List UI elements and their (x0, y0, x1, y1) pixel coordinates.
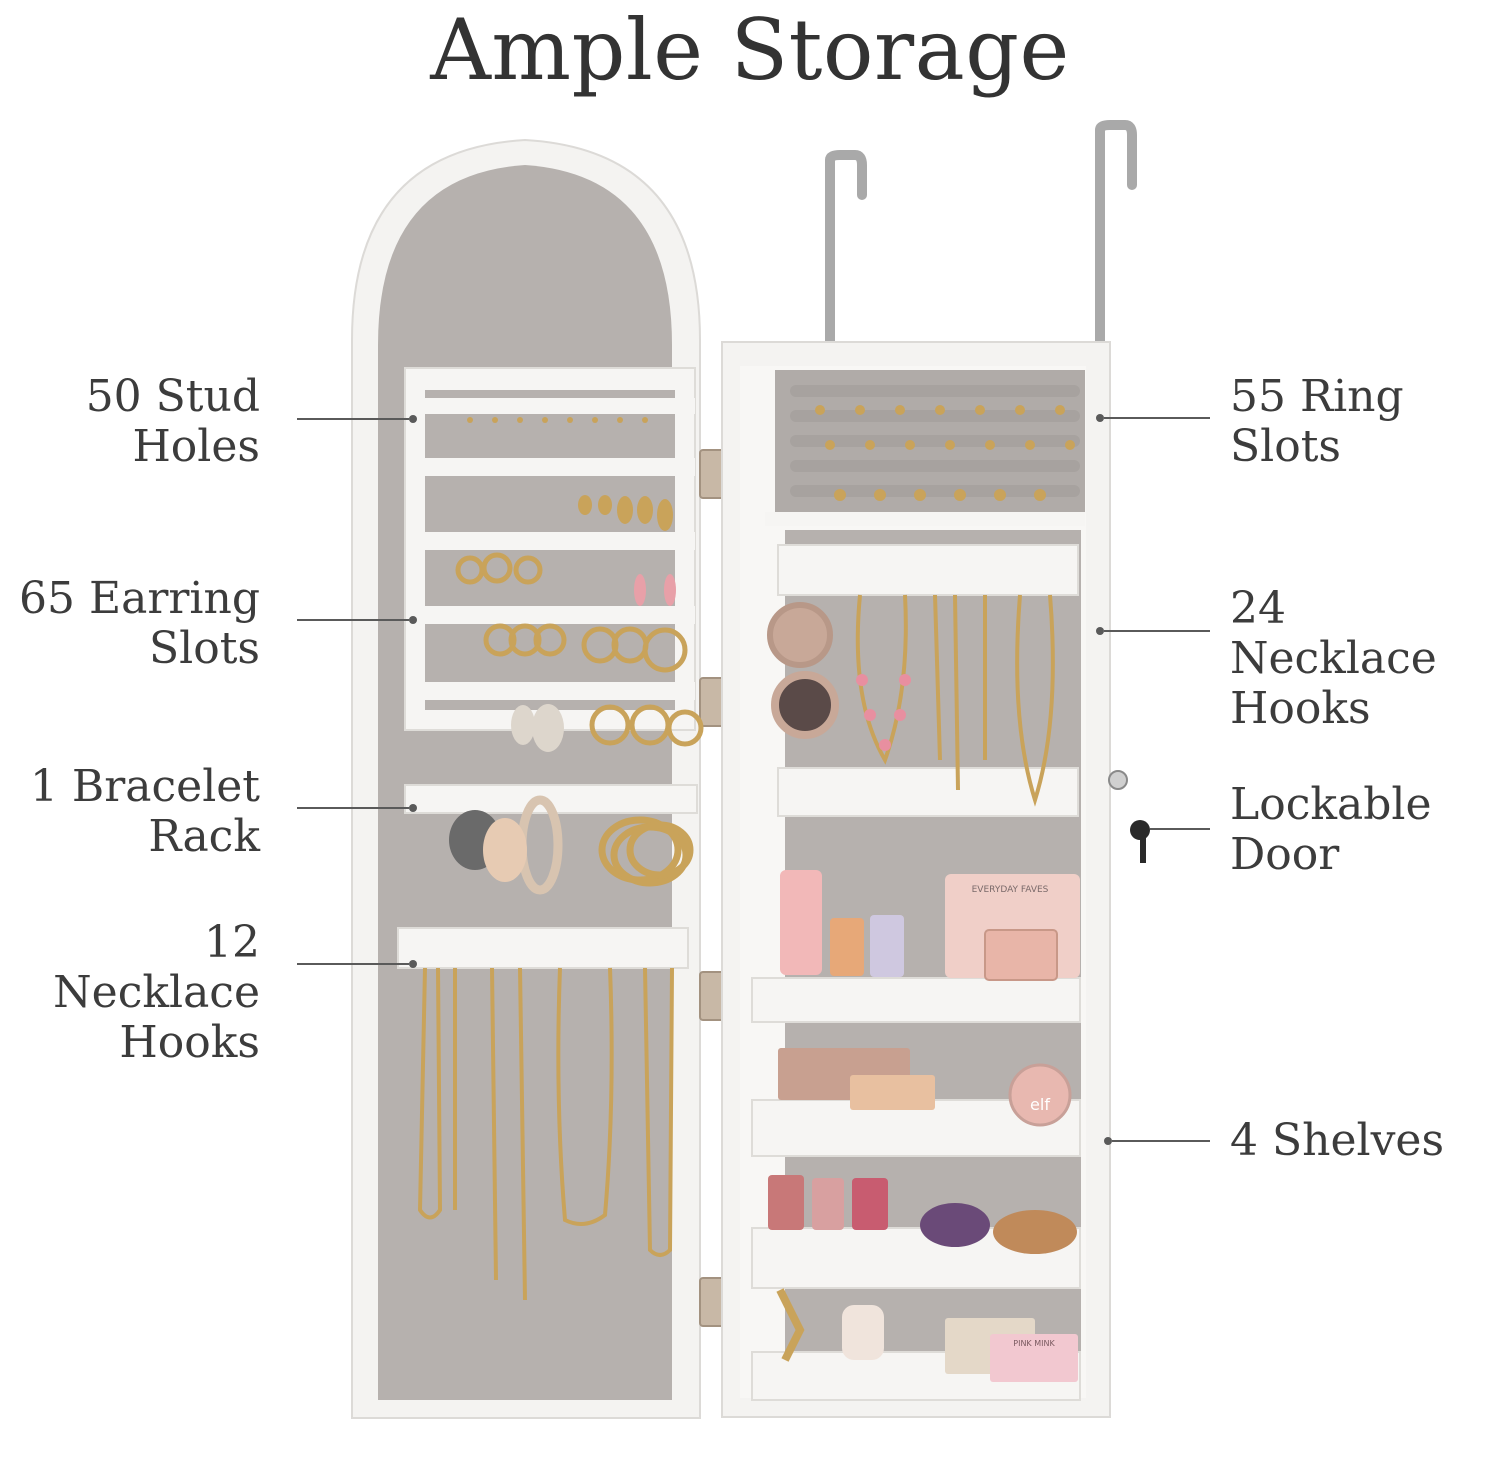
label-necklace-hooks-cabinet: 24 Necklace Hooks (1230, 583, 1437, 734)
cabinet-necklace-bars (777, 544, 1079, 817)
ring-tray (765, 370, 1085, 526)
sunglasses (767, 602, 839, 739)
label-ring-slots: 55 Ring Slots (1230, 371, 1404, 472)
leader-line (297, 807, 409, 809)
page-title: Ample Storage (430, 1, 1070, 99)
leader-dot (409, 960, 417, 968)
door-necklace-bar (397, 927, 689, 1301)
bracelet-rack (404, 784, 698, 895)
earring-rack (404, 367, 704, 752)
leader-line (1104, 417, 1210, 419)
leader-line (297, 619, 409, 621)
leader-line (297, 418, 409, 420)
palette-box-text: EVERYDAY FAVES (972, 885, 1049, 895)
label-lockable-door: Lockable Door (1230, 779, 1432, 880)
label-earring-slots: 65 Earring Slots (19, 573, 260, 674)
over-door-hook-right (1095, 120, 1137, 350)
leader-line (1112, 1140, 1210, 1142)
leader-dot (1096, 627, 1104, 635)
shelf-items: EVERYDAY FAVES elf PINK MINK (768, 870, 1080, 1382)
label-necklace-hooks-door: 12 Necklace Hooks (53, 917, 260, 1068)
lock (1108, 770, 1150, 863)
label-bracelet-rack: 1 Bracelet Rack (29, 761, 260, 862)
leader-line (1104, 630, 1210, 632)
leader-dot (1104, 1137, 1112, 1145)
leader-dot (409, 804, 417, 812)
label-stud-holes: 50 Stud Holes (85, 371, 260, 472)
leader-dot (409, 616, 417, 624)
blush-text: elf (1030, 1095, 1050, 1114)
leader-dot (1096, 414, 1104, 422)
leader-dot (409, 415, 417, 423)
lash-box-text: PINK MINK (1013, 1339, 1055, 1348)
label-shelves: 4 Shelves (1230, 1115, 1445, 1166)
leader-line (297, 963, 409, 965)
over-door-hook-left (825, 150, 867, 350)
leader-line (1150, 828, 1210, 830)
